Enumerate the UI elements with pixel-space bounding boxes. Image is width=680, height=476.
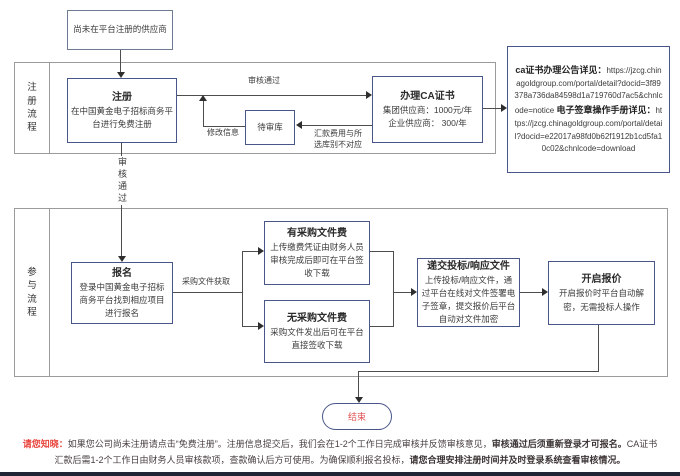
node-pending-review: 待审库: [245, 110, 295, 145]
node-signup: 报名 登录中国黄金电子招标商务平台找到相应项目进行报名: [71, 262, 173, 324]
arrowhead-register-ca: [366, 91, 372, 99]
arrowhead-submit-openquote: [542, 288, 548, 296]
node-register-body: 在中国黄金电子招标商务平台进行免费注册: [70, 105, 173, 129]
node-open-quote-title: 开启报价: [581, 274, 622, 286]
connector-end-down: [358, 371, 359, 398]
node-unregistered-supplier: 尚未在平台注册的供应商: [67, 10, 173, 50]
lane-participation-label-cell: 参与流程: [15, 209, 50, 376]
node-ca-cert-title: 办理CA证书: [400, 90, 455, 102]
node-ca-cert-price-company: 企业供应商： 300/年: [388, 118, 467, 128]
connector-ca-info: [483, 108, 502, 109]
ca-notice-url: https://jzcg.chinagoldgroup.com/portal/d…: [514, 65, 663, 116]
node-submit-docs-body: 上传投标/响应文件，通过平台在线对文件签署电子签章，提交报价后平台自动对文件加密: [421, 274, 516, 325]
node-with-fee: 有采购文件费 上传缴费凭证由财务人员审核完成后即可在平台签收下载: [264, 221, 370, 285]
node-end: 结束: [322, 403, 392, 430]
node-signup-title: 报名: [112, 267, 132, 279]
arrowhead-start-register: [117, 72, 125, 78]
edge-label-approved-vertical: 审核通过: [117, 156, 128, 205]
connector-nofee-merge: [370, 326, 393, 327]
node-no-fee-body: 采购文件发出后可在平台直接签收下载: [270, 326, 364, 350]
node-ca-cert: 办理CA证书 集团供应商：1000元/年 企业供应商： 300/年: [372, 76, 483, 143]
arrowhead-ca-info: [501, 104, 507, 112]
connector-openquote-down: [598, 325, 599, 372]
arrowhead-branch-withfee: [258, 247, 264, 255]
lane-participation-label: 参与流程: [27, 266, 37, 318]
ca-manual-label: 电子签章操作手册详见：: [556, 105, 656, 116]
node-submit-docs-title: 递交投标/响应文件: [427, 260, 510, 272]
connector-ca-pending: [302, 125, 372, 126]
node-ca-info: ca证书办理公告详见：https://jzcg.chinagoldgroup.c…: [507, 46, 670, 173]
node-unregistered-supplier-label: 尚未在平台注册的供应商: [73, 24, 167, 35]
connector-branch-nofee: [242, 326, 258, 327]
edge-label-remit-mismatch: 汇款费用与所选库别不对应: [312, 129, 364, 151]
lane-registration-label-cell: 注册流程: [15, 63, 50, 153]
node-register-title: 注册: [112, 91, 132, 103]
edge-label-get-docs: 采购文件获取: [182, 277, 230, 288]
connector-openquote-left: [358, 371, 599, 372]
footer-divider: [0, 472, 680, 476]
notice-text: 请您知晓：如果您公司尚未注册请点击“免费注册”。注册信息提交后，我们会在1-2个…: [22, 439, 658, 465]
connector-signup-branch: [173, 292, 242, 293]
connector-submit-openquote: [520, 292, 542, 293]
arrowhead-register-signup: [118, 256, 126, 262]
node-with-fee-body: 上传缴费凭证由财务人员审核完成后即可在平台签收下载: [270, 241, 364, 279]
connector-start-register: [120, 50, 121, 72]
ca-manual-url: https://jzcg.chinagoldgroup.com/portal/d…: [514, 106, 663, 154]
lane-participation: 参与流程: [14, 208, 668, 377]
connector-merge-vertical: [393, 251, 394, 327]
node-open-quote-body: 开启报价时平台自动解密，无需投标人操作: [558, 288, 644, 312]
node-signup-body: 登录中国黄金电子招标商务平台找到相应项目进行报名: [79, 281, 165, 319]
connector-merge-submit: [393, 292, 411, 293]
edge-label-approved: 审核通过: [248, 76, 280, 87]
lane-registration-label: 注册流程: [27, 82, 37, 134]
node-pending-review-label: 待审库: [257, 121, 283, 132]
arrowhead-merge-submit: [411, 288, 417, 296]
connector-register-ca: [177, 95, 366, 96]
arrowhead-branch-nofee: [258, 322, 264, 330]
connector-pending-modify-h: [203, 126, 245, 127]
edge-label-modify-info: 修改信息: [207, 128, 239, 139]
connector-branch-withfee: [242, 251, 258, 252]
node-no-fee: 无采购文件费 采购文件发出后可在平台直接签收下载: [264, 300, 370, 363]
connector-withfee-merge: [370, 251, 393, 252]
node-open-quote: 开启报价 开启报价时平台自动解密，无需投标人操作: [548, 261, 655, 325]
node-end-label: 结束: [347, 412, 366, 422]
node-register: 注册 在中国黄金电子招标商务平台进行免费注册: [67, 78, 177, 143]
node-submit-docs: 递交投标/响应文件 上传投标/响应文件，通过平台在线对文件签署电子签章，提交报价…: [417, 258, 520, 327]
connector-pending-modify-v: [203, 99, 204, 127]
ca-notice-label: ca证书办理公告详见：: [515, 64, 607, 75]
arrowhead-modify-up: [199, 95, 207, 101]
node-ca-cert-price-group: 集团供应商：1000元/年: [382, 104, 473, 115]
node-no-fee-title: 无采购文件费: [287, 312, 347, 324]
arrowhead-ca-pending: [296, 121, 302, 129]
node-with-fee-title: 有采购文件费: [287, 227, 347, 239]
arrowhead-end: [355, 397, 363, 403]
ca-info-text: ca证书办理公告详见：https://jzcg.chinagoldgroup.c…: [514, 63, 663, 157]
connector-branch-vertical: [242, 251, 243, 327]
